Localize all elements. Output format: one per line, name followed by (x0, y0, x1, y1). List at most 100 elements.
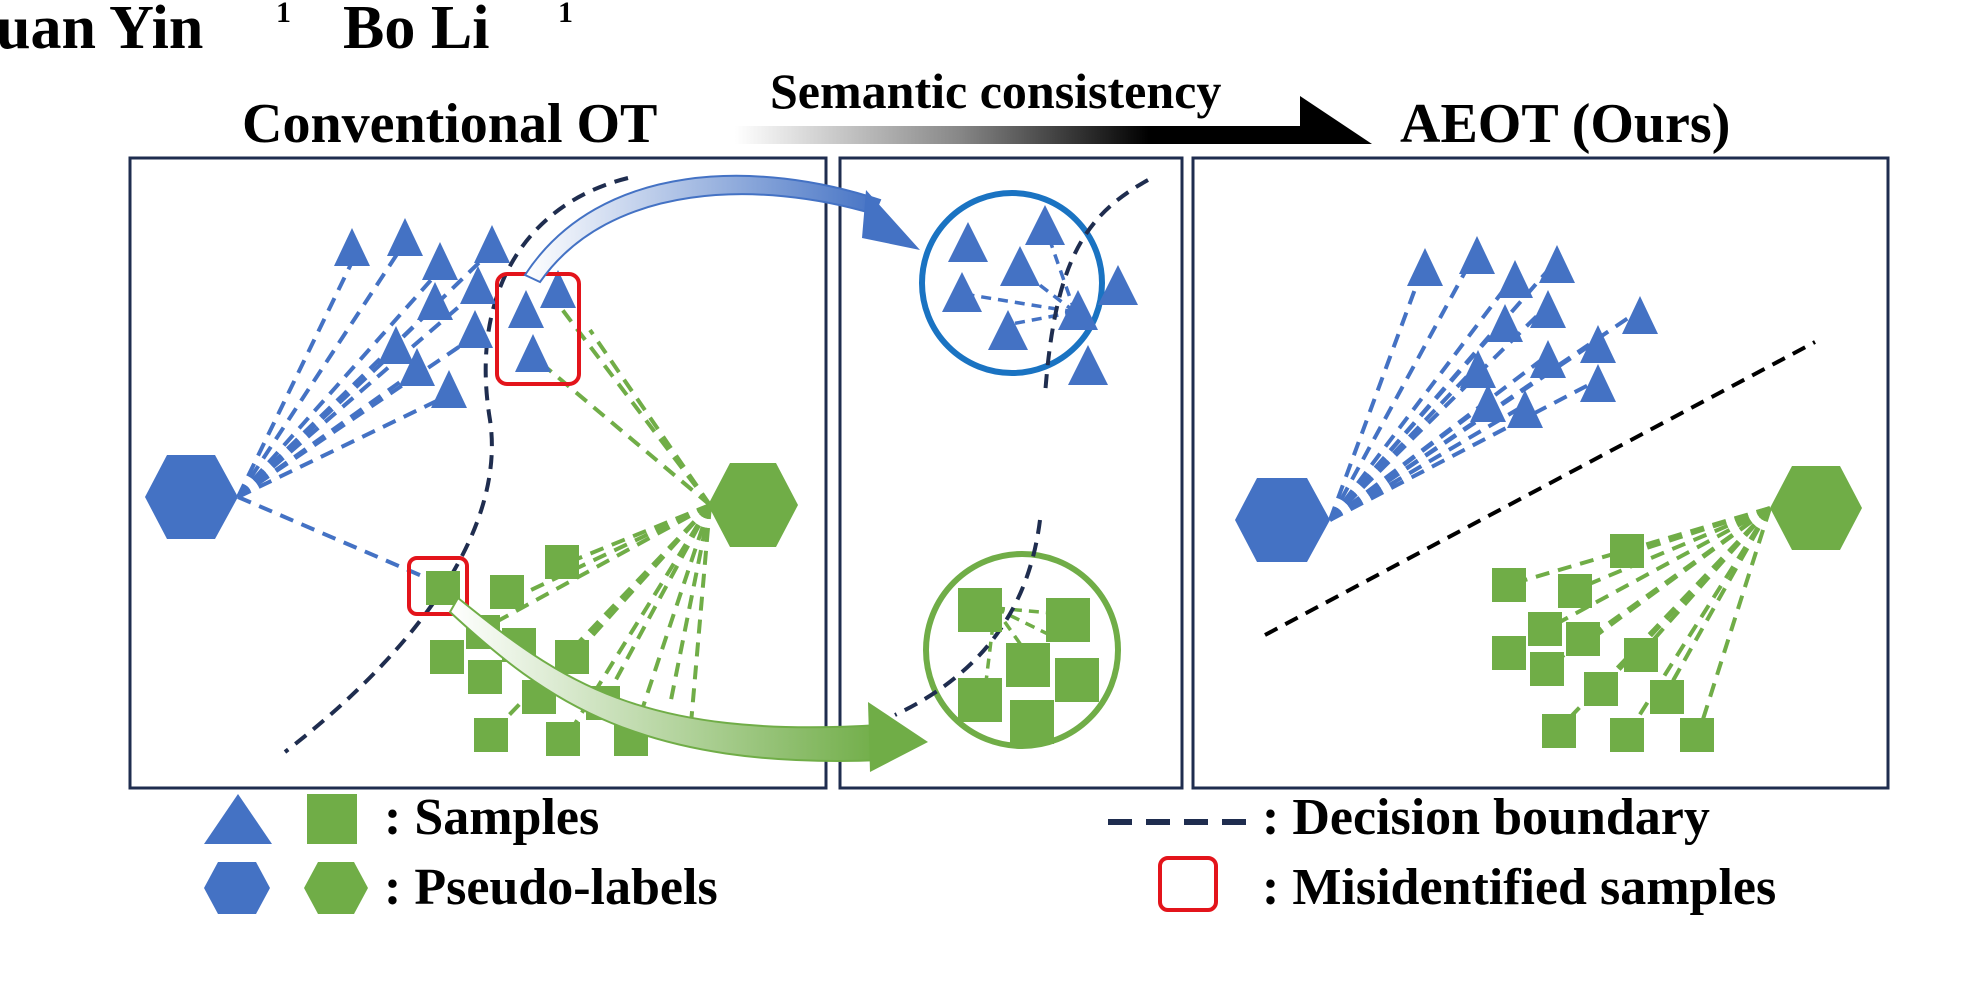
left-blue-samples (334, 218, 576, 408)
triangle-sample (942, 272, 982, 312)
right-panel-title: AEOT (Ours) (1400, 93, 1730, 155)
triangle-sample (387, 218, 423, 256)
left-blue-links (236, 240, 494, 587)
triangle-sample (1068, 345, 1108, 385)
author-superscript-1: 1 (276, 0, 291, 29)
blue-cluster-ring (919, 190, 1105, 376)
author-superscript-2: 1 (558, 0, 573, 29)
square-sample (958, 678, 1002, 722)
legend: : Samples : Pseudo-labels : Decision bou… (204, 789, 1776, 916)
triangle-sample (460, 266, 496, 304)
triangle-sample (540, 270, 576, 308)
triangle-sample (1530, 340, 1566, 378)
square-sample (1650, 680, 1684, 714)
triangle-sample (399, 348, 435, 386)
legend-samples-label: : Samples (384, 789, 599, 846)
square-sample (1566, 622, 1600, 656)
authors-line: uan Yin (0, 0, 203, 62)
triangle-sample (1507, 390, 1543, 428)
triangle-sample (1098, 265, 1138, 305)
legend-green-hexagon-icon (304, 862, 368, 914)
square-sample (474, 718, 508, 752)
square-sample (426, 571, 460, 605)
triangle-sample (334, 228, 370, 266)
left-green-pseudo-label (708, 463, 798, 547)
square-sample (1010, 700, 1054, 744)
middle-green-samples (958, 588, 1099, 744)
square-sample (1530, 652, 1564, 686)
triangle-sample (1460, 350, 1496, 388)
triangle-sample (988, 310, 1028, 350)
triangle-sample (474, 225, 510, 263)
right-decision-boundary (1264, 340, 1816, 637)
square-sample (468, 660, 502, 694)
right-green-pseudo-label (1770, 466, 1862, 550)
square-sample (1558, 574, 1592, 608)
curved-arrow-blue (523, 174, 920, 284)
square-sample (545, 545, 579, 579)
triangle-sample (1622, 296, 1658, 334)
legend-decision-boundary-label: : Decision boundary (1262, 789, 1710, 846)
right-blue-samples (1407, 236, 1658, 428)
legend-misidentified-label: : Misidentified samples (1262, 859, 1776, 916)
misidentified-box-square (407, 556, 469, 616)
triangle-sample (1487, 304, 1523, 342)
green-cluster-ring (923, 551, 1121, 749)
legend-blue-hexagon-icon (204, 862, 270, 914)
legend-square-icon (307, 794, 357, 844)
square-sample (1584, 672, 1618, 706)
left-panel-title: Conventional OT (242, 93, 657, 155)
triangle-sample (1539, 245, 1575, 283)
triangle-sample (1470, 384, 1506, 422)
square-sample (1006, 643, 1050, 687)
square-sample (1046, 598, 1090, 642)
triangle-sample (508, 290, 544, 328)
triangle-sample (1025, 205, 1065, 245)
triangle-sample (422, 242, 458, 280)
triangle-sample (1580, 364, 1616, 402)
triangle-sample (431, 370, 467, 408)
triangle-sample (948, 222, 988, 262)
square-sample (1542, 714, 1576, 748)
curved-arrow-green (448, 596, 928, 772)
square-sample (430, 640, 464, 674)
triangle-sample (1580, 325, 1616, 363)
legend-triangle-icon (204, 794, 272, 844)
legend-pseudo-labels-label: : Pseudo-labels (384, 859, 718, 916)
panel-aeot (1191, 156, 1890, 790)
square-sample (490, 575, 524, 609)
triangle-sample (1530, 290, 1566, 328)
legend-red-box-icon (1158, 856, 1218, 912)
square-sample (555, 640, 589, 674)
triangle-sample (1058, 290, 1098, 330)
triangle-sample (1407, 248, 1443, 286)
triangle-sample (1459, 236, 1495, 274)
arrow-label: Semantic consistency (770, 63, 1221, 119)
square-sample (1624, 638, 1658, 672)
triangle-sample (1497, 260, 1533, 298)
triangle-sample (515, 334, 551, 372)
square-sample (1492, 636, 1526, 670)
panel-middle (838, 156, 1184, 790)
left-blue-pseudo-label (145, 455, 238, 539)
right-green-samples (1492, 534, 1714, 752)
triangle-sample (1000, 246, 1040, 286)
right-blue-links (1328, 249, 1642, 522)
square-sample (1528, 612, 1562, 646)
left-decision-boundary (283, 176, 629, 754)
middle-decision-boundary-top (1043, 178, 1149, 396)
triangle-sample (378, 326, 414, 364)
middle-blue-samples (942, 205, 1138, 385)
square-sample (1492, 568, 1526, 602)
author-second: Bo Li (343, 0, 489, 62)
panel-conventional-ot (128, 156, 828, 790)
square-sample (1610, 534, 1644, 568)
square-sample (958, 588, 1002, 632)
right-blue-pseudo-label (1235, 478, 1330, 562)
semantic-consistency-arrow (735, 96, 1372, 144)
square-sample (1610, 718, 1644, 752)
square-sample (546, 722, 580, 756)
square-sample (1680, 718, 1714, 752)
square-sample (1055, 658, 1099, 702)
